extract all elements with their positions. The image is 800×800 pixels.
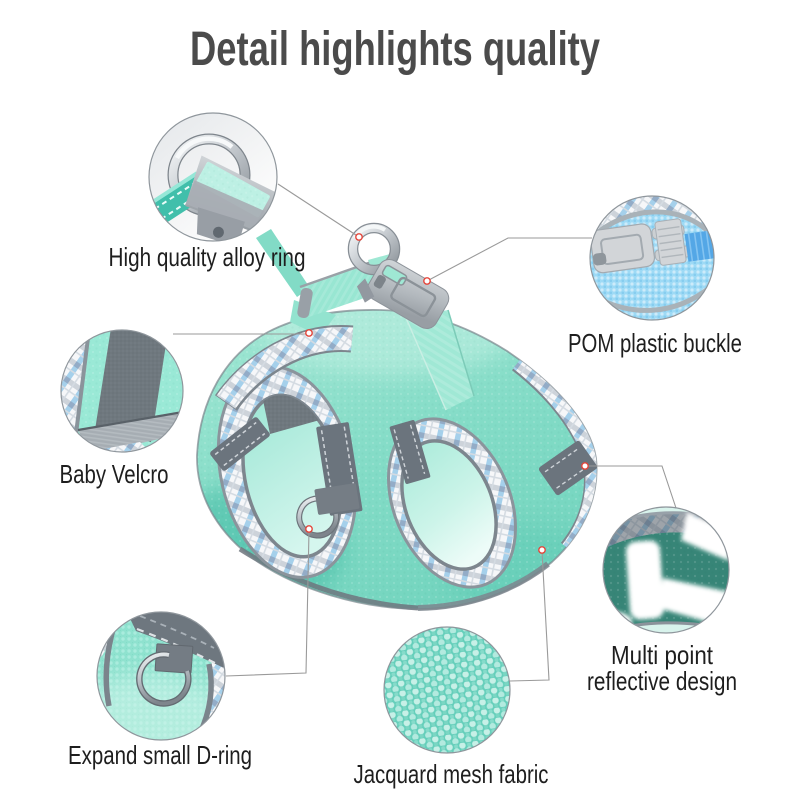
svg-text:Jacquard mesh fabric: Jacquard mesh fabric: [354, 759, 549, 789]
svg-text:Detail highlights quality: Detail highlights quality: [190, 23, 600, 76]
svg-text:reflective design: reflective design: [587, 666, 737, 696]
svg-text:POM plastic buckle: POM plastic buckle: [568, 328, 742, 358]
svg-text:Expand small D-ring: Expand small D-ring: [68, 740, 252, 770]
svg-text:Multi point: Multi point: [611, 640, 714, 670]
svg-text:High quality alloy ring: High quality alloy ring: [109, 242, 306, 272]
svg-text:Baby Velcro: Baby Velcro: [60, 459, 169, 489]
